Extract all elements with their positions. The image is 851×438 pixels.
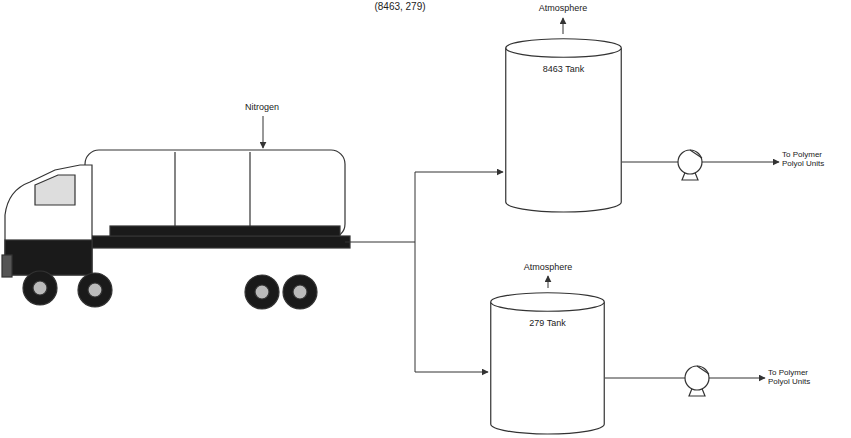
- storage-tank: 8463 Tank: [505, 38, 622, 212]
- flow-label: Nitrogen: [244, 102, 280, 112]
- tank-label: 279 Tank: [490, 318, 605, 328]
- destination-text: To Polymer Polyol Units: [768, 368, 826, 386]
- destination-label: To Polymer Polyol Units: [782, 150, 840, 168]
- storage-tank: 279 Tank: [490, 292, 605, 434]
- vent-arrow: [563, 18, 564, 34]
- pump-symbol: [678, 150, 702, 180]
- destination-label: To Polymer Polyol Units: [768, 368, 826, 386]
- transfer-pipe: [345, 172, 503, 372]
- destination-text: To Polymer Polyol Units: [782, 150, 840, 168]
- flow-label: Atmosphere: [523, 262, 574, 272]
- tank-label: 8463 Tank: [505, 64, 622, 74]
- tanker-truck: [2, 150, 350, 309]
- nitrogen-arrow: [263, 116, 264, 148]
- flow-label: Atmosphere: [538, 3, 589, 13]
- pump-symbol: [685, 366, 709, 396]
- tank-outline: [490, 292, 605, 434]
- diagram-title: (8463, 279): [373, 1, 426, 12]
- vent-arrow: [548, 276, 549, 288]
